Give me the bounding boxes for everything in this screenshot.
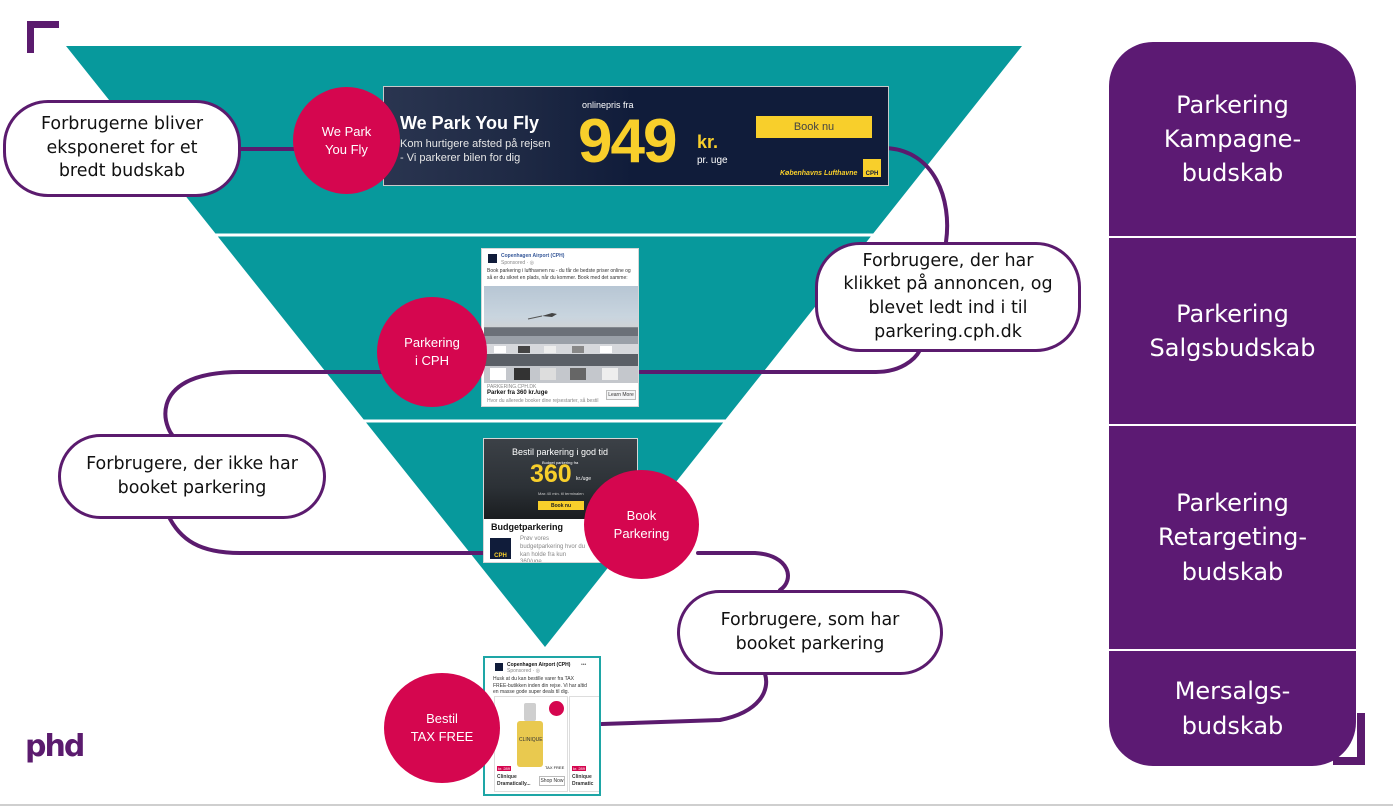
phd-logo: phd (25, 729, 85, 764)
facebook-post-taxfree[interactable]: Copenhagen Airport (CPH) Sponsored · ◎ •… (483, 656, 601, 796)
circle-bestil-tax-free: Bestil TAX FREE (384, 673, 500, 783)
circle-we-park-you-fly: We Park You Fly (293, 87, 400, 194)
post-link-desc: Hvor du allerede booker dine rejsestarte… (487, 398, 599, 404)
banner-subline: Kom hurtigere afsted på rejsen - Vi park… (400, 138, 551, 165)
banner-ad[interactable]: We Park You Fly Kom hurtigere afsted på … (383, 86, 889, 186)
sidebar-section-mersalg: Mersalgs- budskab (1174, 677, 1291, 740)
post2-avatar (495, 663, 503, 671)
banner-period: pr. uge (697, 155, 728, 166)
post-link-title: Parker fra 360 kr./uge (487, 390, 548, 396)
post2-body: Husk at du kan bestille varer fra TAX FR… (493, 676, 587, 695)
sidebar-section-kampagne: Parkering Kampagne- budskab (1163, 90, 1302, 188)
post-link-domain: PARKERING.CPH.DK (487, 384, 537, 390)
post2-page-name: Copenhagen Airport (CPH) (507, 662, 571, 668)
display-ad-title: Budgetparkering (491, 522, 564, 532)
product-shop-now-button[interactable]: Shop Now (539, 776, 565, 786)
callout-broad-message: Forbrugerne bliver eksponeret for et bre… (3, 100, 241, 197)
display-ad-note: Max 40 min. til terminalen (538, 491, 584, 496)
callout-clicked-ad: Forbrugere, der har klikket på annoncen,… (815, 242, 1081, 352)
display-ad-price: 360 (530, 460, 572, 488)
product-bottle-cap (524, 703, 536, 721)
banner-currency: kr. (697, 132, 719, 152)
banner-cta-button[interactable]: Book nu (756, 116, 872, 138)
product-badge: TAX FREE (545, 765, 565, 770)
product-name: Clinique Dramatically... (497, 774, 531, 787)
parked-cars (484, 336, 638, 383)
post2-meta: Sponsored · ◎ (507, 668, 540, 674)
post-body: Book parkering i lufthavnen nu - du får … (487, 268, 631, 281)
display-ad-cph-logo: CPH (490, 538, 511, 559)
banner-cph-logo: CPH (863, 159, 881, 177)
banner-brand-text: Københavns Lufthavne (780, 170, 858, 177)
banner-photo-shade (384, 87, 634, 185)
sidebar-divider-1 (1109, 236, 1356, 238)
display-ad-small: Budget parkering fra (542, 460, 579, 465)
sidebar-section-salg: Parkering Salgsbudskab (1149, 299, 1316, 362)
banner-price: 949 (578, 107, 677, 176)
corner-bracket-bottom-right (1333, 713, 1365, 765)
display-ad-cta-button[interactable]: Book nu (538, 501, 584, 510)
product-2-name: Clinique Dramatic (572, 774, 594, 787)
product-bottle (517, 721, 543, 767)
post-meta: Sponsored · ◎ (501, 260, 534, 266)
product-brand-label: CLINIQUE (519, 737, 543, 743)
sidebar-divider-2 (1109, 424, 1356, 426)
banner-price-prefix: onlinepris fra (582, 100, 634, 110)
product-sale-badge (549, 701, 564, 716)
post2-more-icon[interactable]: ••• (581, 662, 587, 668)
facebook-post-parking[interactable]: Copenhagen Airport (CPH) Sponsored · ◎ B… (481, 248, 639, 407)
banner-headline: We Park You Fly (400, 113, 540, 133)
product-card-2[interactable]: kr. 289 Clinique Dramatic (569, 696, 599, 792)
callout-booked: Forbrugere, som har booket parkering (677, 590, 943, 675)
post-page-name: Copenhagen Airport (CPH) (501, 253, 565, 259)
bottom-border (0, 804, 1393, 806)
post-learn-more-button[interactable]: Learn More (606, 390, 636, 400)
product-2-price-tag: kr. 289 (572, 766, 587, 771)
parking-lot-image (484, 313, 638, 383)
corner-bracket-top-left (27, 21, 59, 53)
display-ad-headline: Bestil parkering i god tid (512, 447, 609, 457)
circle-book-parkering: Book Parkering (584, 470, 699, 579)
post-avatar (488, 254, 497, 263)
callout-not-booked: Forbrugere, der ikke har booket parkerin… (58, 434, 326, 519)
product-price-tag: kr. 289 (497, 766, 512, 771)
circle-parkering-i-cph: Parkering i CPH (377, 297, 487, 407)
display-ad-body: Prøv vores budgetparkering hvor du kan h… (520, 536, 586, 563)
product-card-1[interactable]: kr. 289 CLINIQUE TAX FREE Clinique Drama… (494, 696, 568, 792)
sidebar-divider-3 (1109, 649, 1356, 651)
post-photo (484, 286, 638, 383)
display-ad-unit: kr./uge (576, 476, 592, 482)
connector-lines (163, 146, 950, 726)
sidebar-section-retargeting: Parkering Retargeting- budskab (1157, 489, 1308, 586)
message-sidebar: Parkering Kampagne- budskab Parkering Sa… (1109, 42, 1356, 766)
